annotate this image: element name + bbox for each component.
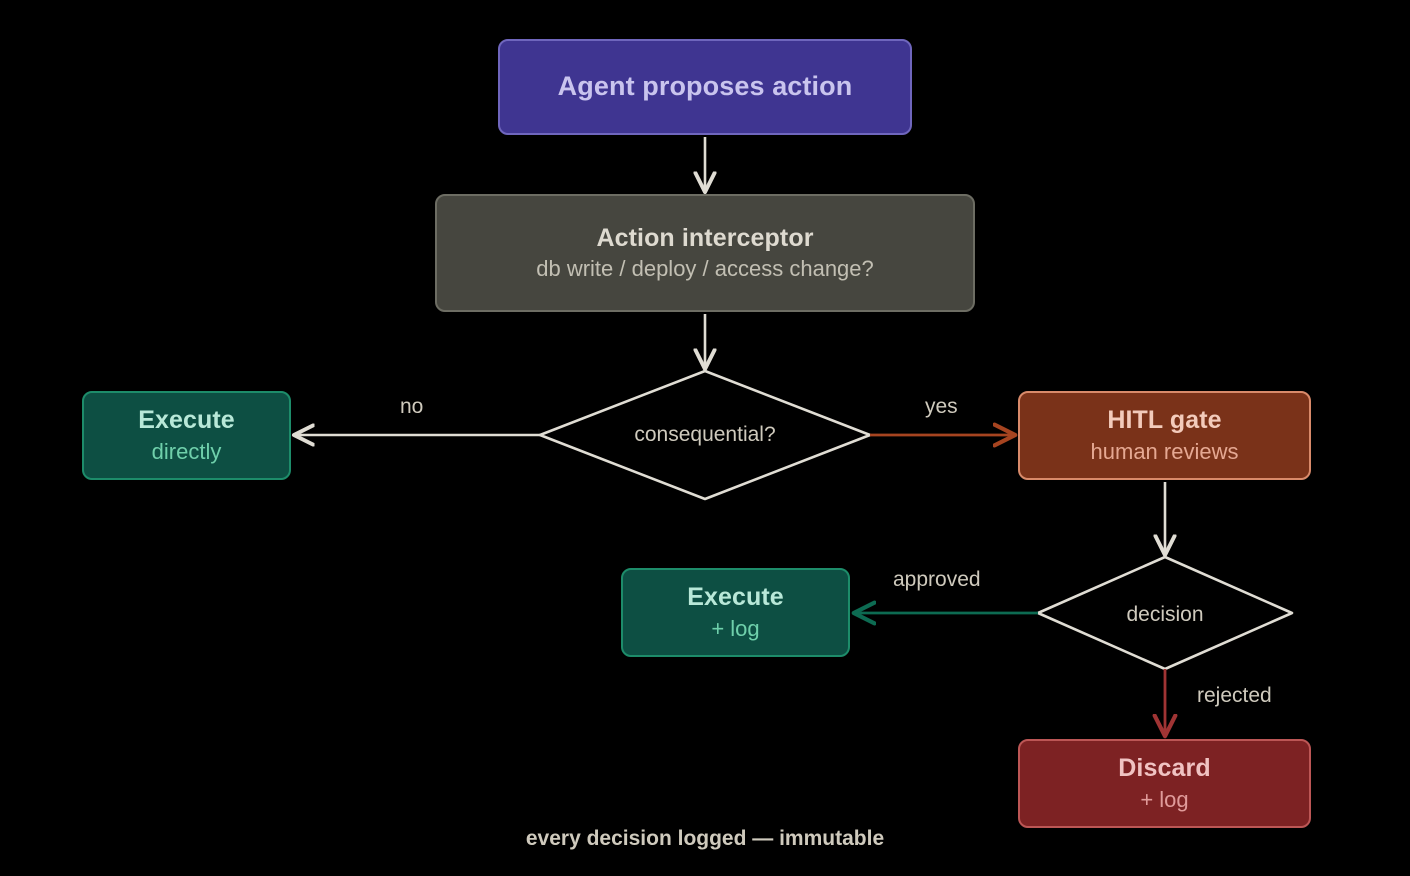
decision-label-consequential: consequential? bbox=[634, 423, 776, 446]
edge-label-rejected: rejected bbox=[1197, 684, 1272, 707]
node-subtitle: + log bbox=[711, 615, 760, 641]
node-title: Agent proposes action bbox=[557, 71, 853, 102]
node-execute-directly[interactable]: Execute directly bbox=[82, 391, 291, 480]
decision-shape-consequential bbox=[538, 369, 872, 501]
node-agent-proposes-action[interactable]: Agent proposes action bbox=[498, 39, 912, 135]
edge-label-yes: yes bbox=[925, 395, 958, 418]
node-execute-plus-log[interactable]: Execute + log bbox=[621, 568, 850, 657]
node-discard-plus-log[interactable]: Discard + log bbox=[1018, 739, 1311, 828]
decision-label-decision: decision bbox=[1126, 603, 1204, 626]
node-subtitle: human reviews bbox=[1090, 438, 1239, 464]
edge-label-no: no bbox=[400, 395, 424, 418]
node-title: Execute bbox=[138, 406, 235, 435]
edge-label-approved: approved bbox=[893, 568, 981, 591]
node-subtitle: db write / deploy / access change? bbox=[536, 256, 874, 282]
node-hitl-gate[interactable]: HITL gate human reviews bbox=[1018, 391, 1311, 480]
node-subtitle: directly bbox=[151, 438, 222, 464]
node-title: Discard bbox=[1118, 754, 1211, 783]
footer-note: every decision logged — immutable bbox=[525, 827, 885, 850]
node-subtitle: + log bbox=[1140, 786, 1189, 812]
node-action-interceptor[interactable]: Action interceptor db write / deploy / a… bbox=[435, 194, 975, 312]
decision-shape-decision bbox=[1036, 555, 1294, 671]
node-title: Action interceptor bbox=[596, 223, 814, 252]
node-title: HITL gate bbox=[1107, 406, 1222, 435]
node-title: Execute bbox=[687, 583, 784, 612]
